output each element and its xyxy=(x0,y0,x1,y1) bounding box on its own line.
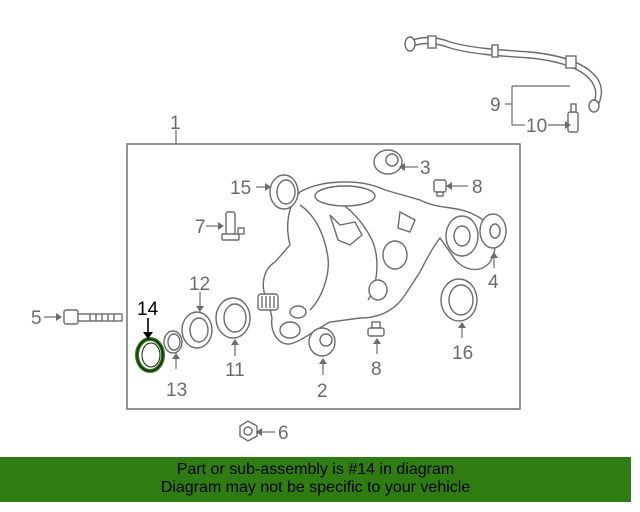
callout-7: 7 xyxy=(195,217,206,238)
bearing-12-part xyxy=(181,311,213,349)
callout-5: 5 xyxy=(31,308,42,329)
seal-15-part xyxy=(269,174,299,210)
callout-12: 12 xyxy=(189,274,210,295)
callout-11: 11 xyxy=(225,360,245,381)
bushing-2-part xyxy=(308,327,336,357)
callout-4: 4 xyxy=(488,272,499,293)
seal-16-part xyxy=(440,278,478,322)
callout-8a: 8 xyxy=(472,177,483,198)
nut-6-part xyxy=(239,420,258,442)
callout-3: 3 xyxy=(420,158,431,179)
differential-housing-part xyxy=(257,181,496,345)
callout-9: 9 xyxy=(490,95,501,116)
callout-16: 16 xyxy=(452,343,473,364)
parts-diagram: 1 9 10 xyxy=(31,35,603,444)
callout-14: 14 xyxy=(137,299,159,320)
callout-2: 2 xyxy=(317,381,328,402)
banner-line-2: Diagram may not be specific to your vehi… xyxy=(160,479,471,496)
callout-6: 6 xyxy=(278,423,289,444)
vent-hose-part xyxy=(404,35,603,113)
callout-10: 10 xyxy=(526,116,547,137)
info-banner: Part or sub-assembly is #14 in diagram D… xyxy=(0,457,631,502)
callout-8b: 8 xyxy=(371,359,382,380)
callout-13: 13 xyxy=(166,380,187,401)
plug-8-bottom-part xyxy=(367,321,385,337)
seal-11-part xyxy=(215,297,251,339)
plug-8-top-part xyxy=(433,179,447,197)
bushing-3-part xyxy=(373,149,403,175)
breather-7-part xyxy=(221,211,245,241)
bushing-4-part xyxy=(479,213,507,249)
callout-1: 1 xyxy=(170,113,181,134)
vent-fitting-part xyxy=(567,103,579,133)
callout-15: 15 xyxy=(230,178,251,199)
bolt-5-part xyxy=(63,309,123,325)
shim-13-part xyxy=(163,330,183,354)
snap-ring-14-part xyxy=(135,337,165,373)
banner-line-1: Part or sub-assembly is #14 in diagram xyxy=(176,461,455,478)
